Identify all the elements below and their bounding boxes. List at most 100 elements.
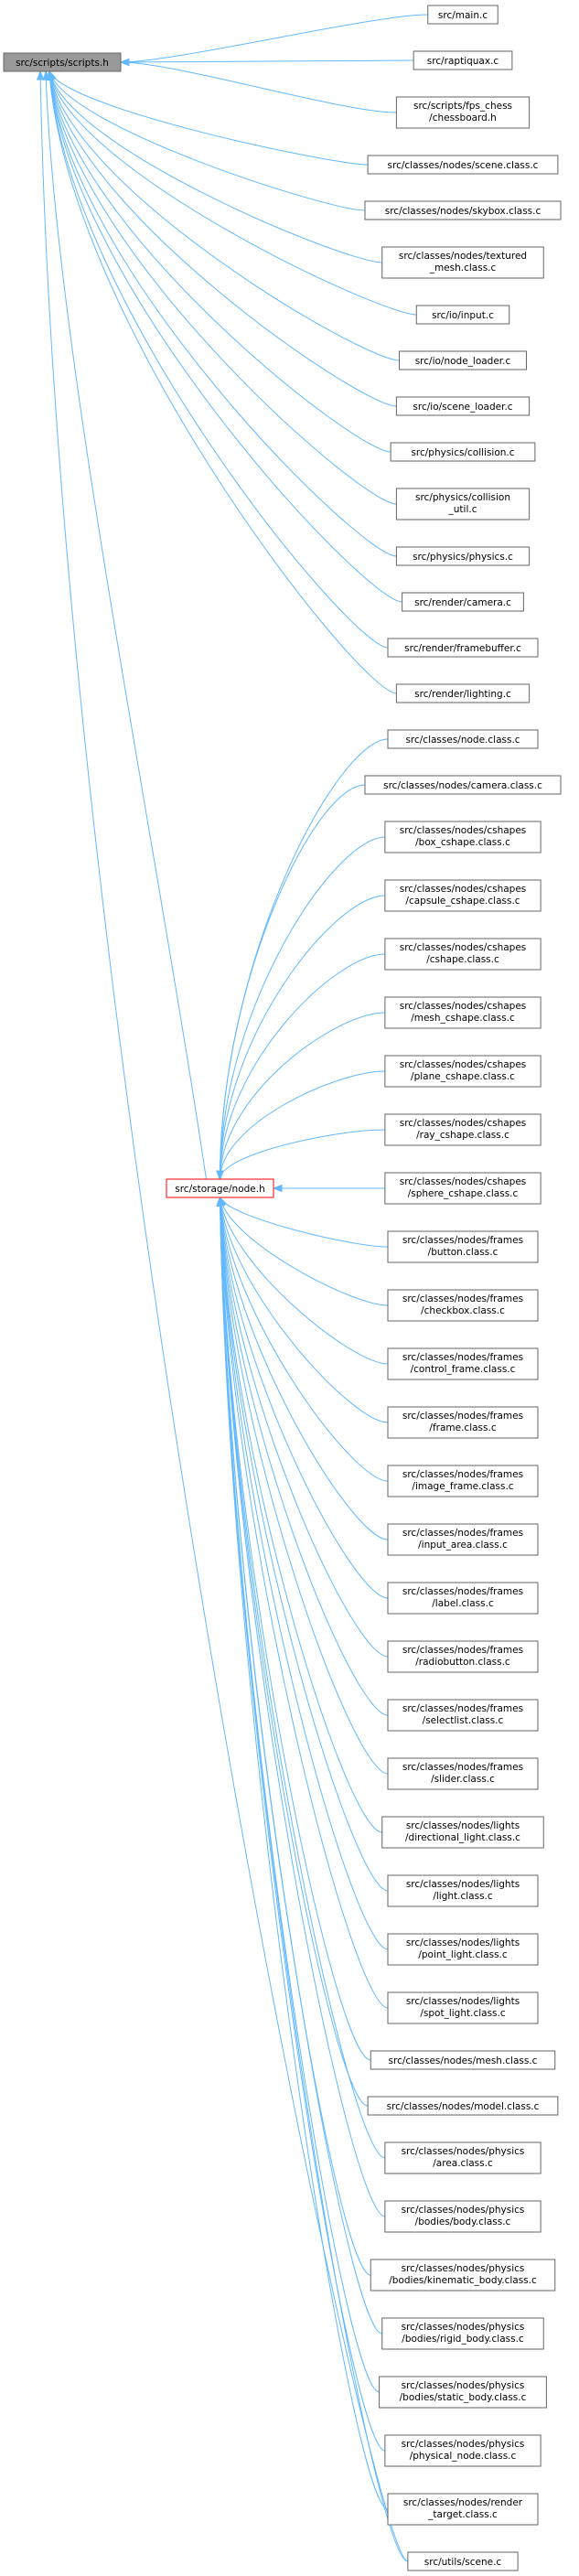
node-src-classes-nodes-cshapes-plane-cshape-class-c[interactable]: src/classes/nodes/cshapes/plane_cshape.c… bbox=[384, 1055, 541, 1088]
edge-src-render-framebuffer-c-to-root bbox=[48, 70, 389, 649]
node-src-render-camera-c[interactable]: src/render/camera.c bbox=[402, 592, 524, 612]
node-src-classes-nodes-cshapes-sphere-cshape-class-c[interactable]: src/classes/nodes/cshapes/sphere_cshape.… bbox=[384, 1172, 541, 1205]
node-src-io-scene-loader-c[interactable]: src/io/scene_loader.c bbox=[395, 396, 531, 416]
node-src-classes-nodes-frames-frame-class-c-label-1: src/classes/nodes/frames bbox=[402, 1411, 523, 1422]
node-src-classes-nodes-cshapes-cshape-class-c[interactable]: src/classes/nodes/cshapes/cshape.class.c bbox=[384, 938, 541, 971]
node-src-classes-nodes-frames-frame-class-c[interactable]: src/classes/nodes/frames/frame.class.c bbox=[387, 1406, 539, 1439]
node-src-classes-nodes-frames-input-area-class-c[interactable]: src/classes/nodes/frames/input_area.clas… bbox=[387, 1523, 539, 1556]
edge-src-io-input-c-to-root bbox=[48, 70, 417, 316]
node-src-io-node-loader-c-box bbox=[399, 350, 527, 370]
edge-src-utils-scene-c-to-root-arrow bbox=[36, 70, 45, 80]
node-src-classes-node-class-c[interactable]: src/classes/node.class.c bbox=[387, 729, 539, 749]
node-src-classes-nodes-mesh-class-c-label-1: src/classes/nodes/mesh.class.c bbox=[389, 2055, 538, 2066]
node-src-classes-nodes-physics-physical-node-class-c-label-2: /physical_node.class.c bbox=[410, 2451, 517, 2462]
node-src-io-input-c-box bbox=[415, 305, 510, 325]
node-src-classes-nodes-physics-bodies-body-class-c[interactable]: src/classes/nodes/physics/bodies/body.cl… bbox=[384, 2200, 541, 2233]
node-src-classes-nodes-physics-bodies-body-class-c-box bbox=[384, 2200, 541, 2233]
node-src-classes-nodes-physics-physical-node-class-c[interactable]: src/classes/nodes/physics/physical_node.… bbox=[384, 2434, 541, 2467]
node-src-classes-nodes-cshapes-plane-cshape-class-c-box bbox=[384, 1055, 541, 1088]
node-src-classes-nodes-frames-checkbox-class-c[interactable]: src/classes/nodes/frames/checkbox.class.… bbox=[387, 1289, 539, 1322]
node-src-physics-physics-c[interactable]: src/physics/physics.c bbox=[395, 546, 531, 566]
edge-src-classes-nodes-frames-label-class-c-to-hub bbox=[220, 1197, 389, 1599]
node-src-classes-nodes-cshapes-ray-cshape-class-c[interactable]: src/classes/nodes/cshapes/ray_cshape.cla… bbox=[384, 1113, 541, 1146]
node-src-classes-nodes-physics-bodies-kinematic-body-class-c-box bbox=[370, 2259, 556, 2292]
node-src-utils-scene-c[interactable]: src/utils/scene.c bbox=[407, 2551, 519, 2571]
graph-nodes: src/scripts/scripts.h src/storage/node.h s… bbox=[3, 5, 562, 2571]
node-src-classes-nodes-skybox-class-c[interactable]: src/classes/nodes/skybox.class.c bbox=[364, 200, 562, 220]
edge-src-classes-nodes-frames-frame-class-c-to-hub bbox=[220, 1197, 389, 1423]
node-src-classes-nodes-cshapes-capsule-cshape-class-c[interactable]: src/classes/nodes/cshapes/capsule_cshape… bbox=[384, 879, 541, 912]
node-src-classes-nodes-cshapes-sphere-cshape-class-c-box bbox=[384, 1172, 541, 1205]
node-src-classes-nodes-frames-image-frame-class-c[interactable]: src/classes/nodes/frames/image_frame.cla… bbox=[387, 1465, 539, 1497]
node-src-io-node-loader-c[interactable]: src/io/node_loader.c bbox=[399, 350, 527, 370]
node-src-classes-nodes-cshapes-box-cshape-class-c[interactable]: src/classes/nodes/cshapes/box_cshape.cla… bbox=[384, 821, 541, 853]
node-src-classes-nodes-physics-bodies-kinematic-body-class-c[interactable]: src/classes/nodes/physics/bodies/kinemat… bbox=[370, 2259, 556, 2292]
node-src-classes-nodes-frames-button-class-c[interactable]: src/classes/nodes/frames/button.class.c bbox=[387, 1230, 539, 1263]
node-src-raptiquax-c-box bbox=[413, 50, 513, 70]
node-src-classes-nodes-frames-control-frame-class-c[interactable]: src/classes/nodes/frames/control_frame.c… bbox=[387, 1347, 539, 1380]
node-src-classes-nodes-lights-point-light-class-c-label-2: /point_light.class.c bbox=[418, 1949, 508, 1960]
edge-src-classes-nodes-cshapes-ray-cshape-class-c-to-hub bbox=[220, 1129, 385, 1180]
node-src-classes-nodes-physics-bodies-static-body-class-c[interactable]: src/classes/nodes/physics/bodies/static_… bbox=[379, 2376, 547, 2409]
graph-edges bbox=[36, 14, 428, 2562]
node-src-raptiquax-c[interactable]: src/raptiquax.c bbox=[413, 50, 513, 70]
node-src-classes-nodes-cshapes-capsule-cshape-class-c-label-1: src/classes/nodes/cshapes bbox=[400, 884, 527, 895]
node-src-classes-nodes-lights-light-class-c[interactable]: src/classes/nodes/lights/light.class.c bbox=[387, 1874, 539, 1907]
node-src-classes-nodes-lights-point-light-class-c[interactable]: src/classes/nodes/lights/point_light.cla… bbox=[387, 1933, 539, 1966]
node-src-classes-nodes-frames-button-class-c-box bbox=[387, 1230, 539, 1263]
node-src-classes-nodes-lights-directional-light-class-c-label-1: src/classes/nodes/lights bbox=[406, 1820, 520, 1831]
node-src-classes-nodes-frames-label-class-c[interactable]: src/classes/nodes/frames/label.class.c bbox=[387, 1582, 539, 1615]
node-src-io-input-c[interactable]: src/io/input.c bbox=[415, 305, 510, 325]
node-src-classes-nodes-mesh-class-c-box bbox=[370, 2050, 556, 2070]
node-root-scripts-h-box bbox=[3, 52, 122, 72]
node-src-classes-nodes-frames-radiobutton-class-c-box bbox=[387, 1640, 539, 1673]
node-src-classes-nodes-frames-radiobutton-class-c[interactable]: src/classes/nodes/frames/radiobutton.cla… bbox=[387, 1640, 539, 1673]
node-src-classes-nodes-frames-selectlist-class-c[interactable]: src/classes/nodes/frames/selectlist.clas… bbox=[387, 1699, 539, 1732]
node-src-classes-nodes-physics-bodies-static-body-class-c-label-2: /bodies/static_body.class.c bbox=[400, 2392, 527, 2403]
node-src-main-c[interactable]: src/main.c bbox=[427, 5, 499, 25]
node-src-render-framebuffer-c[interactable]: src/render/framebuffer.c bbox=[387, 638, 539, 658]
node-src-classes-nodes-cshapes-mesh-cshape-class-c[interactable]: src/classes/nodes/cshapes/mesh_cshape.cl… bbox=[384, 996, 541, 1029]
node-src-classes-nodes-frames-control-frame-class-c-label-1: src/classes/nodes/frames bbox=[402, 1352, 523, 1363]
node-src-classes-nodes-frames-slider-class-c[interactable]: src/classes/nodes/frames/slider.class.c bbox=[387, 1757, 539, 1790]
edge-src-classes-nodes-cshapes-cshape-class-c-to-hub bbox=[220, 953, 385, 1180]
node-src-io-scene-loader-c-label-1: src/io/scene_loader.c bbox=[413, 402, 512, 413]
node-src-classes-nodes-camera-class-c-label-1: src/classes/nodes/camera.class.c bbox=[383, 780, 542, 791]
node-hub-node-h[interactable]: src/storage/node.h bbox=[166, 1178, 274, 1198]
node-src-physics-collision-c[interactable]: src/physics/collision.c bbox=[390, 442, 536, 462]
node-src-classes-nodes-frames-label-class-c-label-2: /label.class.c bbox=[432, 1598, 494, 1609]
node-src-classes-nodes-render-target-class-c[interactable]: src/classes/nodes/render_target.class.c bbox=[387, 2493, 539, 2526]
node-src-classes-nodes-scene-class-c[interactable]: src/classes/nodes/scene.class.c bbox=[367, 155, 559, 175]
node-src-raptiquax-c-label-1: src/raptiquax.c bbox=[427, 56, 499, 67]
node-src-classes-nodes-cshapes-cshape-class-c-label-1: src/classes/nodes/cshapes bbox=[400, 942, 527, 953]
node-src-scripts-fps-chess-chessboard-h[interactable]: src/scripts/fps_chess/chessboard.h bbox=[395, 96, 531, 129]
node-src-classes-nodes-physics-area-class-c[interactable]: src/classes/nodes/physics/area.class.c bbox=[384, 2141, 541, 2174]
node-src-classes-nodes-lights-spot-light-class-c[interactable]: src/classes/nodes/lights/spot_light.clas… bbox=[387, 1991, 539, 2024]
node-src-classes-nodes-textured-mesh-class-c[interactable]: src/classes/nodes/textured_mesh.class.c bbox=[381, 246, 544, 279]
node-src-render-lighting-c[interactable]: src/render/lighting.c bbox=[395, 683, 531, 703]
edge-src-classes-nodes-cshapes-plane-cshape-class-c-to-hub bbox=[220, 1070, 385, 1180]
node-src-classes-nodes-camera-class-c[interactable]: src/classes/nodes/camera.class.c bbox=[364, 775, 562, 795]
edge-src-classes-nodes-render-target-class-c-to-hub bbox=[220, 1197, 389, 2510]
node-src-classes-nodes-model-class-c[interactable]: src/classes/nodes/model.class.c bbox=[367, 2096, 559, 2116]
node-src-classes-nodes-model-class-c-label-1: src/classes/nodes/model.class.c bbox=[387, 2101, 540, 2112]
node-src-classes-nodes-render-target-class-c-label-1: src/classes/nodes/render bbox=[403, 2497, 523, 2508]
node-src-classes-nodes-physics-bodies-rigid-body-class-c-label-1: src/classes/nodes/physics bbox=[402, 2322, 525, 2333]
node-src-classes-nodes-frames-control-frame-class-c-label-2: /control_frame.class.c bbox=[411, 1364, 516, 1375]
node-src-classes-nodes-physics-physical-node-class-c-label-1: src/classes/nodes/physics bbox=[402, 2439, 525, 2450]
node-src-render-camera-c-box bbox=[402, 592, 524, 612]
node-root-scripts-h-label-1: src/scripts/scripts.h bbox=[16, 58, 109, 69]
edge-src-classes-nodes-physics-area-class-c-to-hub bbox=[220, 1197, 385, 2159]
edge-src-classes-nodes-frames-slider-class-c-to-hub bbox=[220, 1197, 389, 1775]
node-src-classes-nodes-lights-directional-light-class-c[interactable]: src/classes/nodes/lights/directional_lig… bbox=[381, 1816, 544, 1849]
node-src-classes-nodes-physics-bodies-rigid-body-class-c[interactable]: src/classes/nodes/physics/bodies/rigid_b… bbox=[381, 2317, 544, 2350]
edge-src-utils-scene-c-to-hub-arrow bbox=[216, 1196, 224, 1207]
node-src-classes-nodes-mesh-class-c[interactable]: src/classes/nodes/mesh.class.c bbox=[370, 2050, 556, 2070]
node-src-physics-collision-util-c[interactable]: src/physics/collision_util.c bbox=[395, 488, 531, 521]
node-src-classes-nodes-lights-light-class-c-box bbox=[387, 1874, 539, 1907]
node-src-main-c-label-1: src/main.c bbox=[438, 10, 488, 21]
node-root-scripts-h[interactable]: src/scripts/scripts.h bbox=[3, 52, 122, 72]
edge-src-classes-nodes-frames-checkbox-class-c-to-hub bbox=[220, 1197, 389, 1306]
node-src-classes-nodes-cshapes-plane-cshape-class-c-label-2: /plane_cshape.class.c bbox=[411, 1071, 515, 1082]
node-src-classes-nodes-scene-class-c-box bbox=[367, 155, 559, 175]
